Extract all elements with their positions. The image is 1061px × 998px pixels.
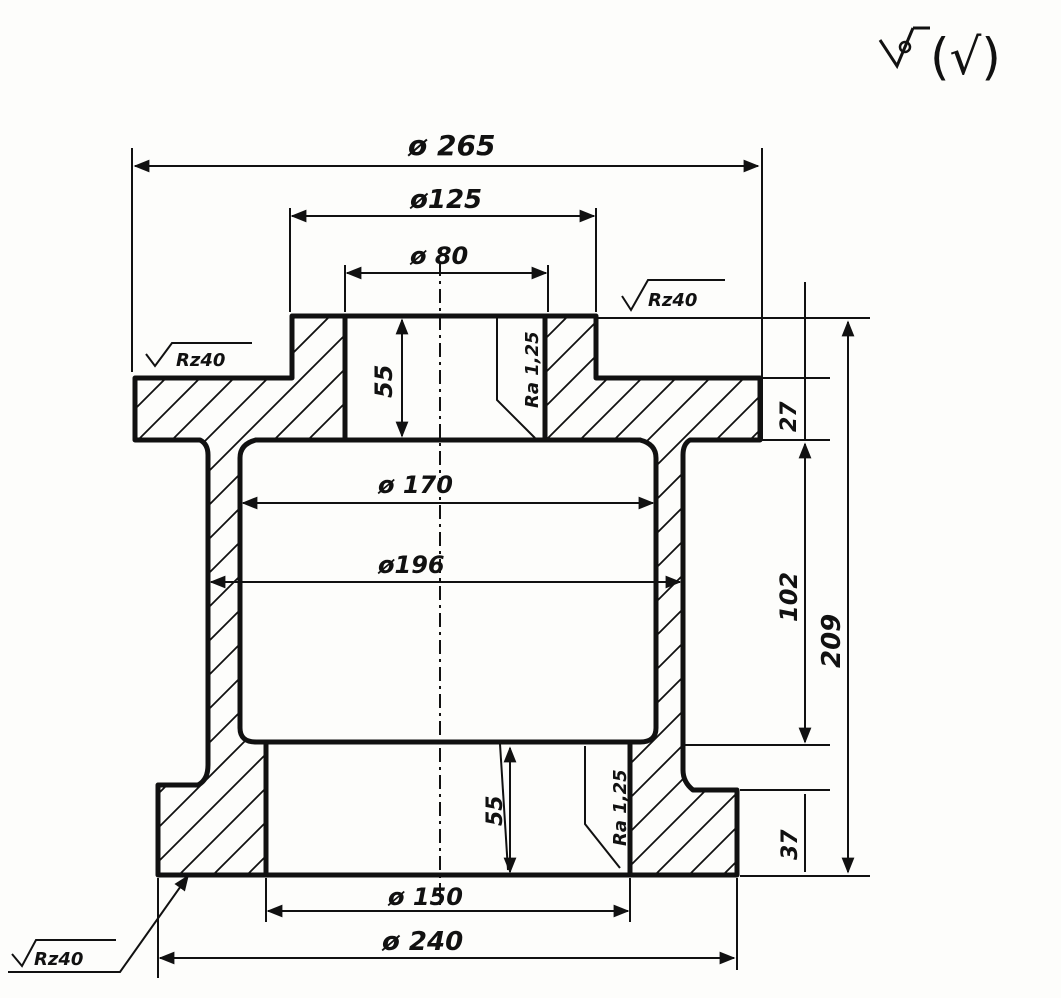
hatch-line [459,316,760,875]
dim-d240: ø 240 [381,927,463,957]
hatch-line [135,316,265,875]
roughness-symbol-top-right: Rz40 [621,279,725,312]
hatch-line [135,316,673,875]
svg-text:Ra 1,25: Ra 1,25 [610,769,631,846]
general-roughness-symbol: (√) [878,26,1001,86]
hatch-line [800,280,1061,900]
svg-text:Rz40: Rz40 [648,290,697,311]
roughness-ra-top: Ra 1,25 [496,316,543,439]
hatch-line [0,280,94,900]
hatch-line [1004,280,1061,900]
hatch-line [766,280,1061,900]
svg-text:(√): (√) [930,28,1001,86]
dim-h55-top: 55 [370,365,398,398]
dimension-lines [133,159,855,965]
hatch-line [936,280,1061,900]
hatch-line [1038,280,1061,900]
hatch-line [135,316,367,875]
hatch-line [357,316,760,875]
hatch-line [834,280,1061,900]
dim-d80: ø 80 [409,242,468,270]
hatch-line [970,280,1061,900]
hatch-line [0,280,128,900]
hatch-line [135,316,231,875]
hatch-line [135,316,163,875]
hatch-line [561,316,760,875]
roughness-symbol-bottom-left: Rz40 [8,874,189,973]
hatch-line [135,316,503,875]
dim-h37: 37 [778,829,803,860]
dim-h102: 102 [775,572,803,622]
hatch-line [135,316,197,875]
hatch-line [595,316,760,875]
hatch-line [0,280,26,900]
dim-h27: 27 [777,401,802,432]
dim-d170: ø 170 [377,471,453,499]
roughness-symbol-top-left: Rz40 [145,342,252,371]
hatch-line [135,316,741,875]
svg-text:Rz40: Rz40 [34,949,83,970]
svg-text:Ra 1,25: Ra 1,25 [522,331,543,408]
hatch-line [135,316,401,875]
hatch-line [0,280,60,900]
hatch-line [135,316,299,875]
dim-d265: ø 265 [407,129,495,162]
hatch-line [868,280,1061,900]
hatch-line [629,316,760,875]
part-outer-contour [132,313,763,878]
svg-text:Rz40: Rz40 [176,350,225,371]
hatch-line [323,316,760,875]
hatch-line [135,316,605,875]
hatch-line [697,316,760,875]
dim-d196: ø196 [377,551,445,579]
hatch-line [135,316,435,875]
part-inner-contour [237,313,659,878]
dim-h209: 209 [817,614,847,668]
dim-d150: ø 150 [387,883,463,911]
hatch-line [902,280,1061,900]
hatch-line [135,316,333,875]
roughness-ra-bottom: Ra 1,25 [584,746,631,869]
dim-h55-bottom: 55 [483,795,508,826]
dim-d125: ø125 [409,185,482,215]
